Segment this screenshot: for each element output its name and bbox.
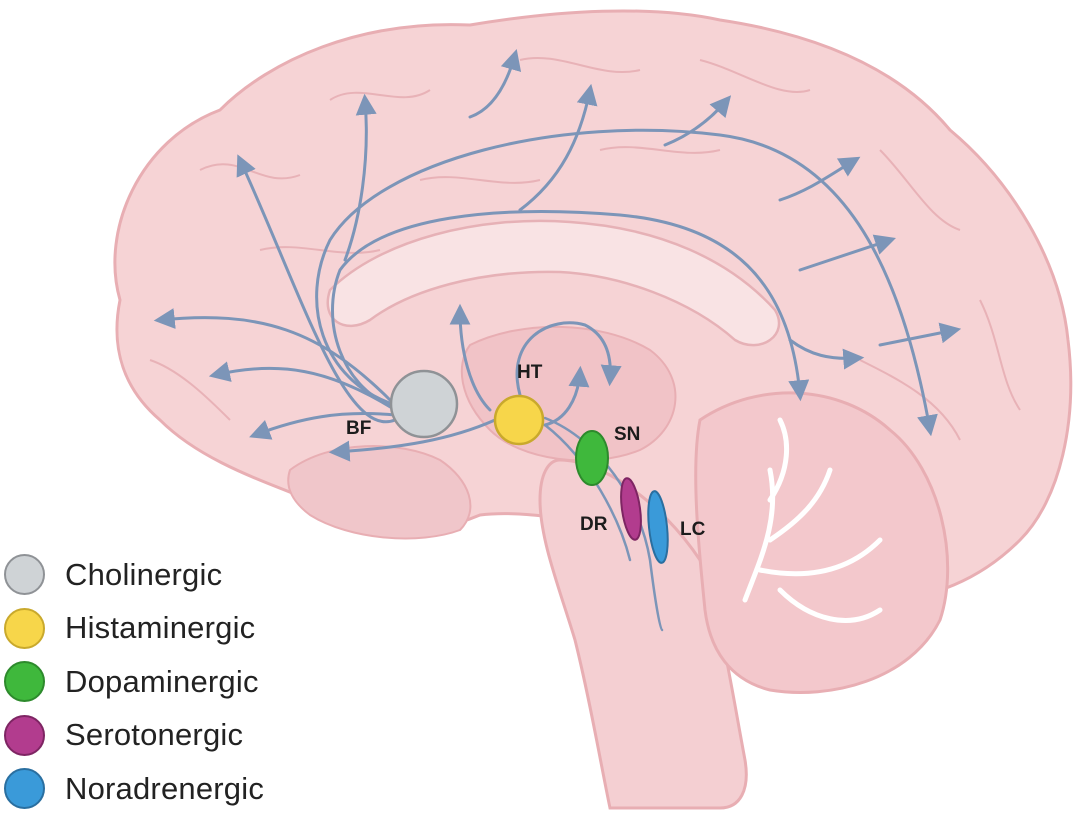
legend-swatch-histaminergic [4, 607, 45, 649]
corpus-callosum [326, 219, 781, 347]
lc-nucleus [647, 490, 669, 564]
legend-item-serotonergic: Serotonergic [4, 709, 334, 763]
label-sn: SN [614, 424, 640, 445]
legend-label-noradrenergic: Noradrenergic [65, 770, 265, 806]
cerebellum [694, 391, 950, 694]
bf-pathway-top-4 [778, 156, 861, 202]
bf-pathway-arch [315, 128, 938, 437]
nuclei [389, 369, 669, 564]
bf-pathway-up [343, 93, 377, 262]
bf-nucleus [389, 369, 459, 439]
bf-pathway-front-4 [236, 154, 397, 424]
legend-swatch-serotonergic [4, 714, 45, 756]
legend-label-histaminergic: Histaminergic [65, 610, 256, 646]
ht-pathway-short [543, 365, 590, 427]
bf-pathway-top-2 [518, 83, 598, 212]
frontal-base [287, 445, 472, 540]
brainstem-line-2 [543, 423, 632, 562]
legend-label-cholinergic: Cholinergic [65, 556, 223, 592]
sn-nucleus [575, 430, 609, 486]
bf-pathway-inner [331, 210, 810, 412]
legend-swatch-noradrenergic [4, 768, 45, 810]
legend-item-noradrenergic: Noradrenergic [4, 762, 334, 816]
ht-pathway-front [328, 418, 497, 462]
legend-swatch-dopaminergic [4, 661, 45, 703]
bf-pathway-side-1 [798, 234, 896, 272]
legend: Cholinergic Histaminergic Dopaminergic S… [4, 548, 334, 816]
bf-pathway-front-3 [249, 412, 397, 440]
bf-pathway-side-2 [878, 322, 962, 347]
label-ht: HT [517, 362, 543, 383]
legend-item-dopaminergic: Dopaminergic [4, 655, 334, 709]
bf-pathway-top-1 [468, 48, 522, 119]
arbor-vitae [742, 417, 883, 623]
ht-pathway-loop [515, 321, 622, 397]
bf-pathway-front-2 [208, 361, 394, 410]
legend-item-histaminergic: Histaminergic [4, 602, 334, 656]
brainstem [538, 458, 748, 810]
legend-item-cholinergic: Cholinergic [4, 548, 334, 602]
bf-pathway-side-3 [788, 338, 865, 370]
bf-pathway-top-3 [663, 95, 732, 147]
legend-swatch-cholinergic [4, 554, 45, 596]
bf-pathway-front-1 [153, 308, 392, 402]
pathways [153, 48, 962, 632]
label-lc: LC [680, 519, 706, 540]
legend-label-serotonergic: Serotonergic [65, 717, 244, 753]
brain-silhouette [113, 9, 1073, 810]
legend-label-dopaminergic: Dopaminergic [65, 663, 259, 699]
label-dr: DR [580, 514, 608, 535]
ht-nucleus [493, 394, 545, 446]
label-bf: BF [346, 418, 371, 439]
ht-pathway-up [449, 303, 492, 412]
dr-nucleus [620, 477, 642, 541]
